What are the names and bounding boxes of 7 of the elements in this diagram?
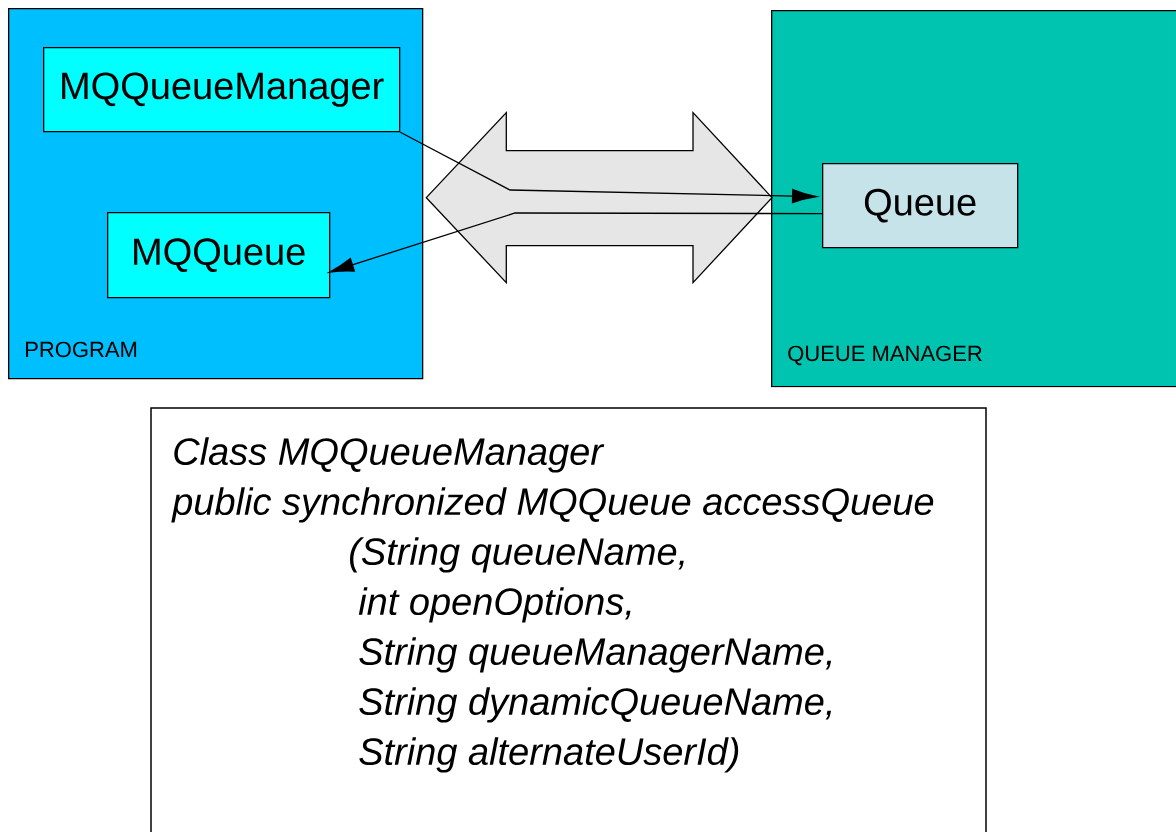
class-box: MQQueue [107,212,331,299]
arrow [329,212,823,273]
code-box: Class MQQueueManager public synchronized MQQueue accessQueue (String queueName, int openOptions, String queueManagerName, String dynamicQueueName, String alternateUserId) [150,407,987,832]
arrow [399,131,817,204]
class-box: MQQueueManager [43,47,401,133]
queue-box: Queue [822,163,1019,249]
double-arrow [425,111,773,285]
